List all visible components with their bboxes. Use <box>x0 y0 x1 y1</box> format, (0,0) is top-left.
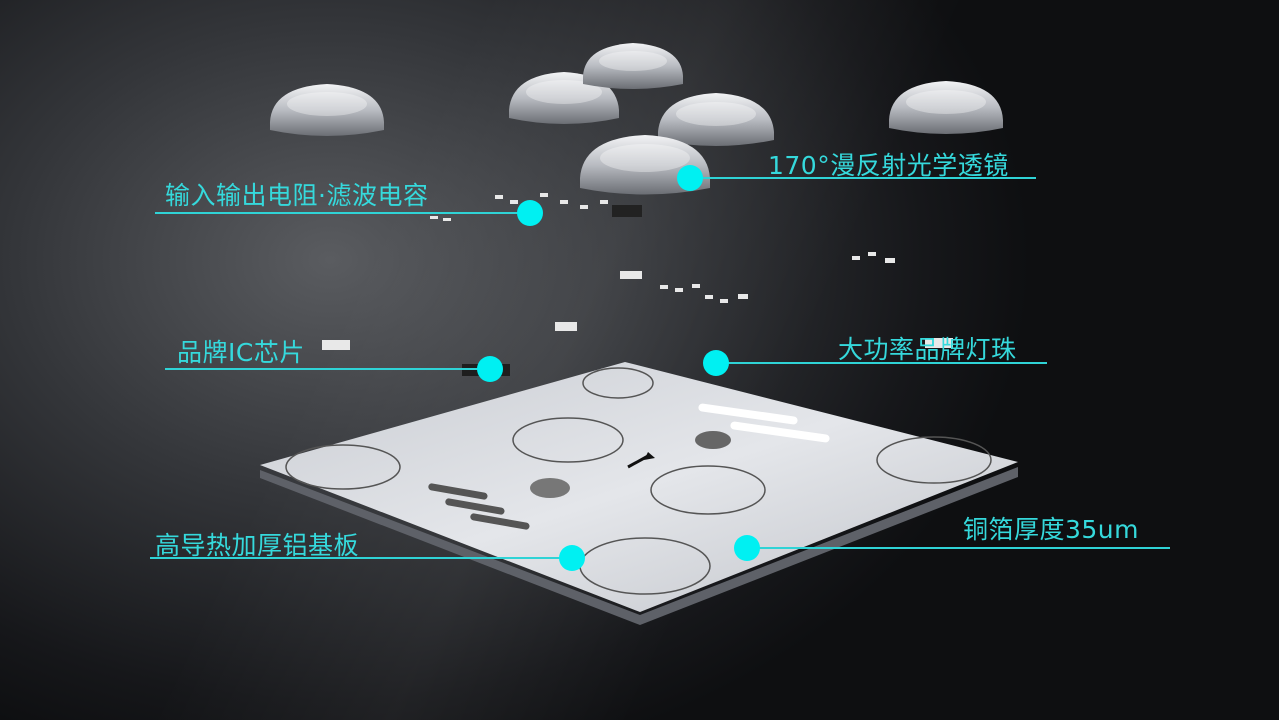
callout-line <box>165 368 490 370</box>
callout-line <box>716 362 1047 364</box>
callout-line <box>155 212 530 214</box>
hotspot-dot[interactable] <box>734 535 760 561</box>
callout-label: 170°漫反射光学透镜 <box>768 151 1009 180</box>
callout-label: 输入输出电阻·滤波电容 <box>165 181 429 210</box>
hotspot-dot[interactable] <box>703 350 729 376</box>
hotspot-dot[interactable] <box>517 200 543 226</box>
optical-lenses <box>270 43 1003 195</box>
hotspot-dot[interactable] <box>477 356 503 382</box>
callout-label: 大功率品牌灯珠 <box>838 335 1017 364</box>
callout-label: 铜箔厚度35um <box>963 515 1140 544</box>
callout-label: 高导热加厚铝基板 <box>155 531 360 560</box>
lens <box>658 93 774 146</box>
aluminum-pcb-board <box>260 362 1018 625</box>
callout-label: 品牌IC芯片 <box>177 338 305 367</box>
lens <box>583 43 683 89</box>
lens <box>270 84 384 136</box>
hotspot-dot[interactable] <box>559 545 585 571</box>
hotspot-dot[interactable] <box>677 165 703 191</box>
lens <box>889 81 1003 134</box>
callout-line <box>150 557 572 559</box>
callout-line <box>747 547 1170 549</box>
callout-line <box>690 177 1036 179</box>
